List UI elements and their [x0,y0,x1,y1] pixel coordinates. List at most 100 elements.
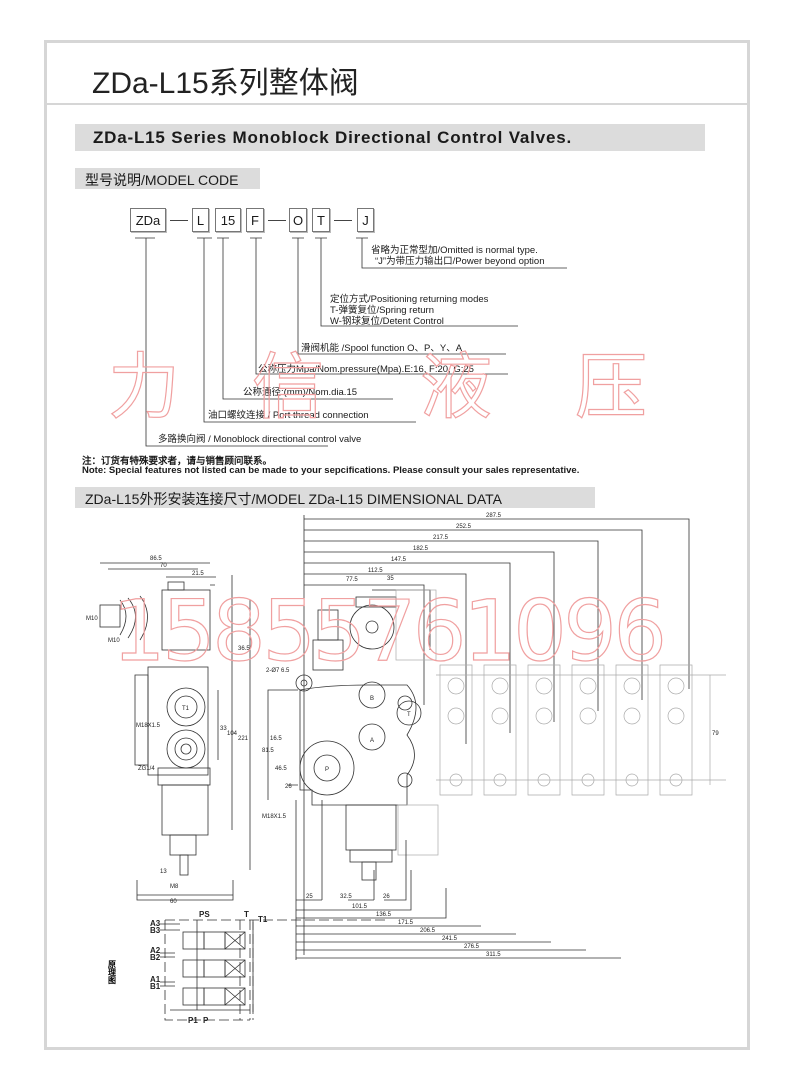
drawing-line [174,737,198,761]
schematic-port-p1: P1 [188,1016,198,1025]
drawing-line [167,581,185,591]
drawing-line [100,562,216,578]
drawing-line [397,804,439,856]
drawing-line [224,931,246,950]
label-spool: 滑阀机能 /Spool function O、P、Y、A [301,343,463,354]
drawing-line [365,620,379,634]
drawing-line [182,931,205,950]
watermark-phone: 15855761096 [112,582,667,680]
watermark-char: 液 [420,345,492,429]
drawing-line [356,237,567,269]
drawing-line [304,518,690,744]
drawing-line [312,639,344,671]
drawing-line [197,237,416,423]
drawing-line [203,931,226,950]
drawing-line [166,729,206,769]
drawing-line [349,849,393,863]
title-divider [47,103,747,105]
dim-label: 101.5 [352,904,368,910]
dimensional-header: ZDa-L15外形安装连接尺寸/MODEL ZDa-L15 DIMENSIONA… [75,487,595,508]
hydraulic-schematic [160,919,385,1021]
code-box-return: T [312,208,330,232]
drawing-line [250,237,508,375]
dim-label: 21.5 [192,571,204,577]
drawing-line [174,695,198,719]
dim-label: 16.5 [270,736,282,742]
dim-label: 287.5 [486,513,502,519]
dim-label: 136.5 [376,912,392,918]
drawing-line [667,677,685,695]
drawing-line [449,773,463,787]
drawing-line [299,740,355,796]
dim-label: 221 [238,736,249,742]
schematic-port-ps: PS [199,910,210,919]
label-pressure: 公称压力Mpa/Nom.pressure(Mpa).E:16, F:20, G:… [258,364,474,375]
dim-label: M10 [108,638,120,644]
dim-label: 241.5 [442,936,458,942]
label-size: 公称通径:(mm)/Nom.dia.15 [243,387,358,398]
watermark-char: 信 [252,345,324,429]
drawing-line [447,677,465,695]
drawing-line [303,515,690,955]
dim-label: 32.5 [340,894,352,900]
drawing-line [295,800,407,960]
dim-label: 36.5 [238,646,250,652]
code-box-spool: O [289,208,307,232]
drawing-line [99,604,121,628]
dim-label: 2-Ø7 6.5 [266,668,290,674]
code-box-power-beyond: J [357,208,374,232]
code-box-pressure: F [246,208,264,232]
label-series: 多路换向阀 / Monoblock directional control va… [158,434,362,445]
drawing-line [537,773,551,787]
drawing-line [203,959,226,978]
drawing-line [99,562,251,901]
dim-label: 81.5 [262,748,274,754]
drawing-line [396,700,422,726]
drawing-line [491,677,509,695]
watermark-char: 力 [108,345,180,429]
dim-label: 35 [387,576,394,582]
drawing-line: A3 B3 A2 B2 A1 B1 PS T T1 P1 P [150,910,268,1025]
dim-label: 26 [383,894,390,900]
drawing-line [135,237,328,447]
drawing-line [623,707,641,725]
dim-label: 70 [160,563,167,569]
section-title: ZDa-L15 Series Monoblock Directional Con… [93,128,572,147]
drawing-line [224,959,246,978]
watermark-char: 压 [575,345,647,429]
drawing-line [161,589,211,651]
drawing-line [535,707,553,725]
dim-label: 46.5 [275,766,287,772]
label-j-line2: “J”为带压力输出口/Power beyond option [375,256,545,267]
top-dimension-labels: 287.5 252.5 217.5 182.5 147.5 112.5 77.5… [346,513,502,583]
code-dash [170,220,188,221]
code-box-thread: L [192,208,209,232]
page-frame [44,40,750,1050]
dim-label: ZG1/4 [138,766,155,772]
dim-label: 13 [160,869,167,875]
drawing-line [169,834,197,856]
port-label-p: P [325,767,329,773]
drawing-line [295,674,313,692]
drawing-line [447,707,465,725]
drawing-line [296,870,621,959]
port-label-t: T [407,712,411,718]
drawing-line [361,861,377,881]
drawing-line [345,804,397,851]
drawing-line [395,589,726,856]
dim-label: 182.5 [413,546,429,552]
dim-label: 26 [285,784,292,790]
dim-label: 77.5 [346,577,358,583]
schematic-port-t: T [244,910,249,919]
dim-label: 104 [227,731,238,737]
drawing-line [349,604,395,650]
dim-label: M18X1.5 [262,814,287,820]
page-title: ZDa-L15系列整体阀 [92,67,359,100]
drawing-line [135,237,567,447]
schematic-port-b3: B3 [150,926,161,935]
drawing-line [292,237,506,355]
dim-label: 217.5 [433,535,449,541]
drawing-line [182,959,205,978]
drawing-line [581,773,595,787]
